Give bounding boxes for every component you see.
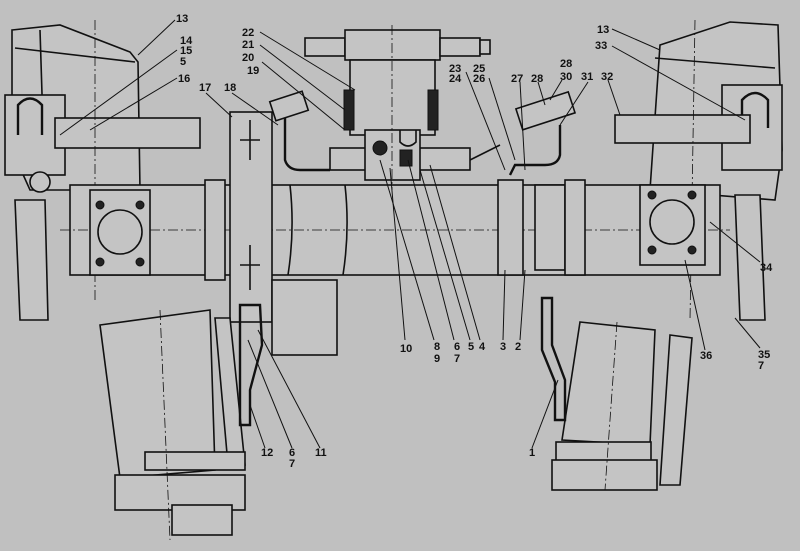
callout-6: 6: [454, 341, 460, 353]
callout-17: 17: [199, 82, 211, 94]
callout-11: 11: [315, 447, 327, 459]
callout-6-b: 6: [289, 447, 295, 459]
callout-26: 26: [473, 73, 485, 85]
callout-30: 30: [560, 71, 572, 83]
callout-32: 32: [601, 71, 613, 83]
callout-10: 10: [400, 343, 412, 355]
callout-19: 19: [247, 65, 259, 77]
callout-13-b: 13: [597, 24, 609, 36]
callout-labels: 13 14 15 5 16 17 18 22 21 20 19 23 24 25…: [176, 13, 773, 470]
callout-9: 9: [434, 353, 440, 365]
callout-1: 1: [529, 447, 535, 459]
callout-36: 36: [700, 350, 712, 362]
callout-31: 31: [581, 71, 593, 83]
right-cylinder: [540, 296, 693, 491]
callout-18: 18: [224, 82, 236, 94]
callout-22: 22: [242, 27, 254, 39]
hoses: [268, 90, 577, 176]
bracket: [229, 111, 338, 356]
callout-2: 2: [515, 341, 521, 353]
callout-27: 27: [511, 73, 523, 85]
callout-24: 24: [449, 73, 462, 85]
callout-25: 25: [473, 63, 485, 75]
leader-lines: [59, 19, 761, 449]
main-tube: [60, 179, 730, 281]
callout-28: 28: [531, 73, 543, 85]
callout-35: 35: [758, 349, 770, 361]
callout-13: 13: [176, 13, 188, 25]
callout-23: 23: [449, 63, 461, 75]
callout-5-b: 5: [468, 341, 474, 353]
central-valve: [304, 25, 491, 190]
callout-7-b: 7: [758, 360, 764, 372]
callout-12: 12: [261, 447, 273, 459]
callout-8: 8: [434, 341, 440, 353]
callout-7: 7: [454, 353, 460, 365]
callout-33: 33: [595, 40, 607, 52]
callout-14: 14: [180, 35, 193, 47]
callout-34: 34: [760, 262, 773, 274]
callout-7-c: 7: [289, 458, 295, 470]
callout-4: 4: [479, 341, 486, 353]
left-cylinder: [99, 303, 264, 541]
callout-28-b: 28: [560, 58, 572, 70]
callout-15: 15: [180, 45, 192, 57]
left-upper-housing: [4, 20, 201, 321]
callout-3: 3: [500, 341, 506, 353]
callout-5: 5: [180, 56, 186, 68]
callout-21: 21: [242, 39, 254, 51]
callout-20: 20: [242, 52, 254, 64]
callout-16: 16: [178, 73, 190, 85]
